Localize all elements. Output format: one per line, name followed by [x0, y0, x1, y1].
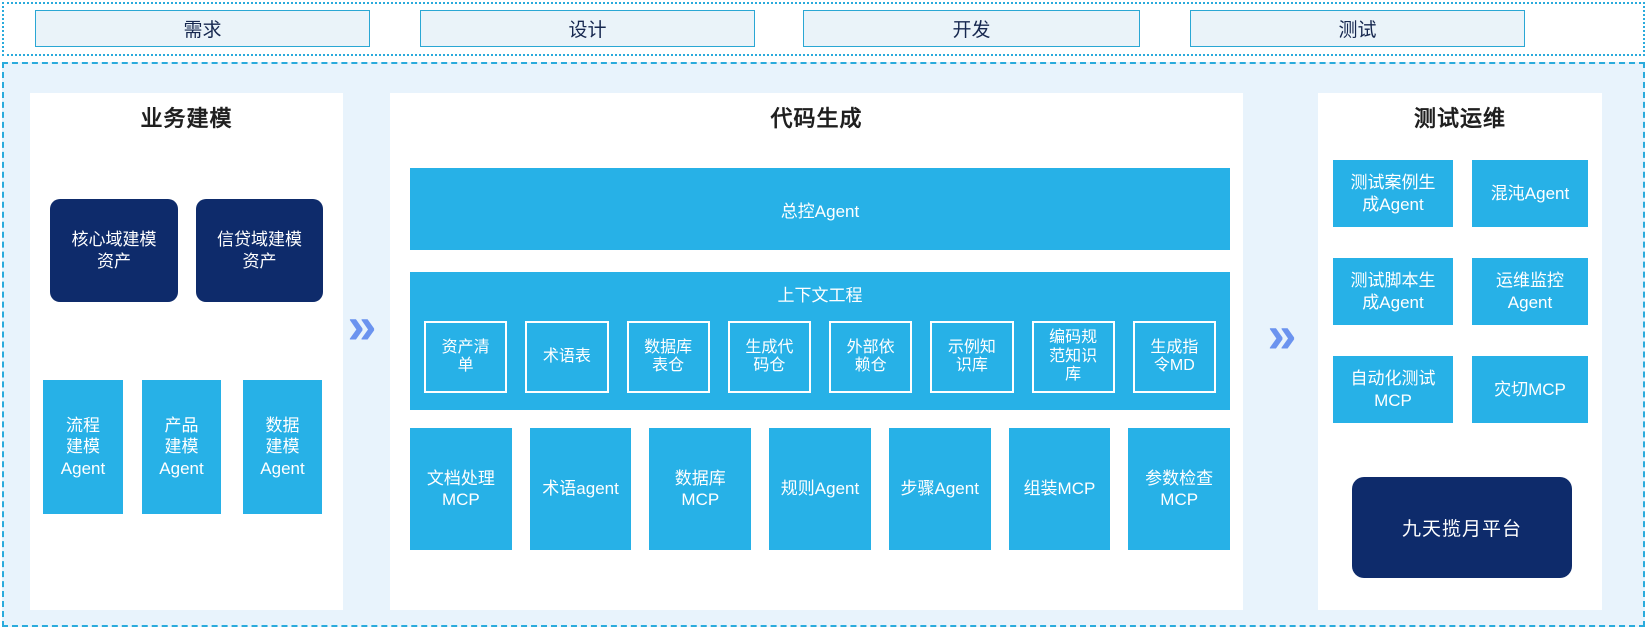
node-example-knowledge-base: 示例知 识库 — [930, 321, 1014, 393]
node-database-mcp: 数据库 MCP — [649, 428, 752, 550]
phase-box-design: 设计 — [420, 10, 755, 47]
phase-box-requirements: 需求 — [35, 10, 370, 47]
node-process-modeling-agent: 流程 建模 Agent — [43, 380, 123, 514]
node-ops-monitoring-agent: 运维监控 Agent — [1472, 258, 1588, 325]
panel-test-ops: 测试运维 测试案例生 成Agent 混沌Agent 测试脚本生 成Agent 运… — [1318, 93, 1602, 610]
test-ops-grid: 测试案例生 成Agent 混沌Agent 测试脚本生 成Agent 运维监控 A… — [1333, 160, 1588, 423]
node-coding-standard-kb: 编码规 范知识 库 — [1031, 321, 1115, 393]
node-external-deps-repo: 外部依 赖仓 — [829, 321, 913, 393]
node-data-modeling-agent: 数据 建模 Agent — [243, 380, 322, 514]
node-step-agent: 步骤Agent — [888, 428, 991, 550]
node-db-table-repo: 数据库 表仓 — [626, 321, 710, 393]
panel-business-modeling: 业务建模 核心域建模 资产 信贷域建模 资产 流程 建模 Agent 产品 建模… — [30, 93, 343, 610]
context-item-row: 资产清 单 术语表 数据库 表仓 生成代 码仓 外部依 赖仓 示例知 识库 编码… — [424, 321, 1216, 393]
node-jiutian-lanyue-platform: 九天揽月平台 — [1352, 477, 1572, 578]
node-core-domain-assets: 核心域建模 资产 — [50, 199, 178, 302]
flow-arrow-icon: » — [1267, 306, 1297, 364]
node-chaos-agent: 混沌Agent — [1472, 160, 1588, 227]
panel-title-code-generation: 代码生成 — [770, 106, 863, 131]
node-glossary-agent: 术语agent — [529, 428, 632, 550]
panel-title-business-modeling: 业务建模 — [140, 106, 233, 131]
node-param-check-mcp: 参数检查 MCP — [1128, 428, 1231, 550]
node-asset-list: 资产清 单 — [424, 321, 508, 393]
node-rule-agent: 规则Agent — [769, 428, 871, 550]
node-disaster-switch-mcp: 灾切MCP — [1472, 356, 1588, 423]
node-glossary: 术语表 — [525, 321, 609, 393]
node-test-case-gen-agent: 测试案例生 成Agent — [1333, 160, 1453, 227]
group-title-context-engineering: 上下文工程 — [777, 286, 863, 305]
node-generated-code-repo: 生成代 码仓 — [727, 321, 811, 393]
node-automated-test-mcp: 自动化测试 MCP — [1333, 356, 1453, 423]
phase-box-testing: 测试 — [1190, 10, 1525, 47]
node-generate-instruction-md: 生成指 令MD — [1132, 321, 1216, 393]
node-product-modeling-agent: 产品 建模 Agent — [142, 380, 221, 514]
node-test-script-gen-agent: 测试脚本生 成Agent — [1333, 258, 1453, 325]
panel-title-test-ops: 测试运维 — [1413, 106, 1506, 131]
phase-box-development: 开发 — [803, 10, 1140, 47]
node-assembly-mcp: 组装MCP — [1008, 428, 1111, 550]
flow-arrow-icon: » — [347, 297, 377, 355]
node-master-agent: 总控Agent — [410, 168, 1230, 250]
group-context-engineering: 上下文工程 资产清 单 术语表 数据库 表仓 生成代 码仓 外部依 赖仓 示例知… — [410, 272, 1230, 410]
worker-row: 文档处理 MCP 术语agent 数据库 MCP 规则Agent 步骤Agent… — [410, 428, 1231, 550]
node-credit-domain-assets: 信贷域建模 资产 — [196, 199, 323, 302]
panel-code-generation: 代码生成 总控Agent 上下文工程 资产清 单 术语表 数据库 表仓 生成代 … — [390, 93, 1243, 610]
node-doc-processing-mcp: 文档处理 MCP — [410, 428, 512, 550]
